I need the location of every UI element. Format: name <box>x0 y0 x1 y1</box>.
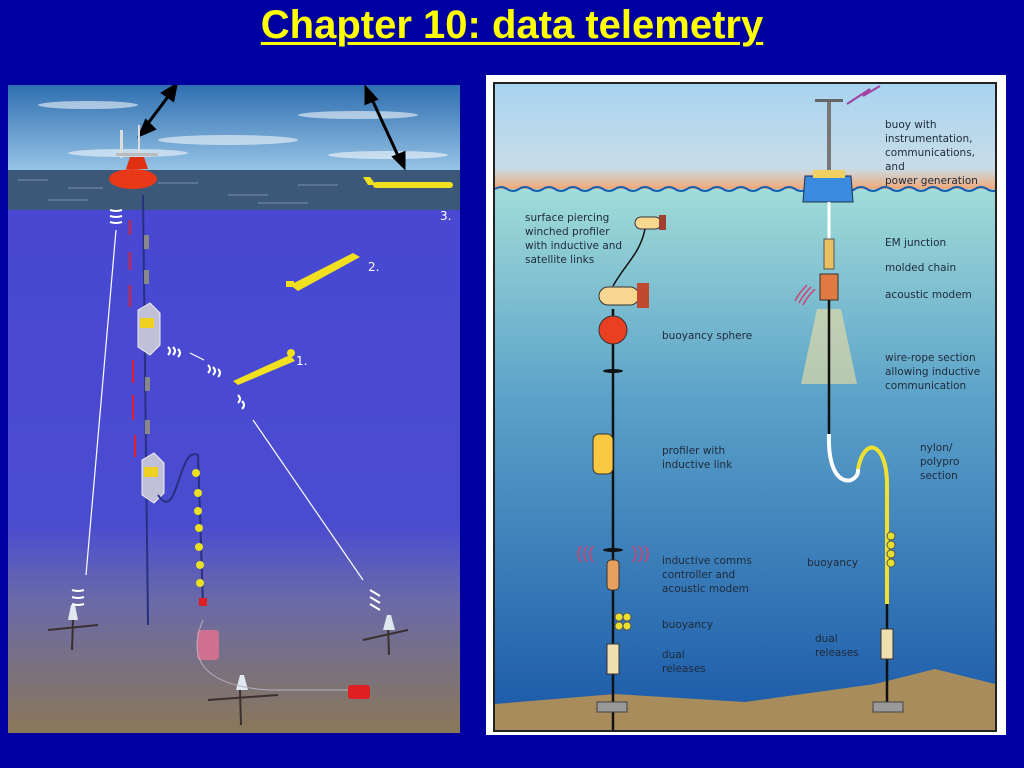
label-buoyancy-right: buoyancy <box>807 557 859 569</box>
label-inductive-comms: inductive comms controller and acoustic … <box>662 555 752 595</box>
label-buoyancy-left: buoyancy <box>662 619 714 631</box>
svg-text:3.: 3. <box>440 209 451 223</box>
slide-title: Chapter 10: data telemetry <box>260 3 764 47</box>
label-em-junction: EM junction <box>885 237 947 249</box>
label-nylon-section: nylon/ polypro section <box>920 442 960 482</box>
glider-2 <box>286 253 360 291</box>
label-acoustic-modem: acoustic modem <box>885 289 972 301</box>
label-surface-profiler: surface piercing winched profiler with i… <box>525 212 623 266</box>
surface-buoy <box>109 125 158 189</box>
mooring-schematic: buoy with instrumentation, communication… <box>493 82 997 732</box>
moored-profiler-upper <box>137 302 161 356</box>
label-buoy: buoy with instrumentation, communication… <box>885 119 978 187</box>
label-buoyancy-sphere: buoyancy sphere <box>662 330 753 342</box>
glider-1 <box>233 349 295 385</box>
label-profiler-inductive: profiler with inductive link <box>662 445 733 471</box>
junction-box <box>348 685 370 699</box>
svg-text:2.: 2. <box>368 260 379 274</box>
schematic-canvas <box>495 84 995 730</box>
label-dual-releases-right: dual releases <box>815 633 859 659</box>
moored-profiler-lower <box>141 452 165 504</box>
label-wire-rope: wire-rope section allowing inductive com… <box>885 352 981 392</box>
label-molded-chain: molded chain <box>885 262 957 274</box>
mooring-schematic-frame: buoy with instrumentation, communication… <box>486 75 1006 735</box>
ocean-observatory-illustration: 3. 2. 1. <box>8 85 460 733</box>
svg-text:1.: 1. <box>296 354 307 368</box>
label-dual-releases-left: dual releases <box>662 649 706 675</box>
illustration-canvas: 3. 2. 1. <box>8 85 460 733</box>
